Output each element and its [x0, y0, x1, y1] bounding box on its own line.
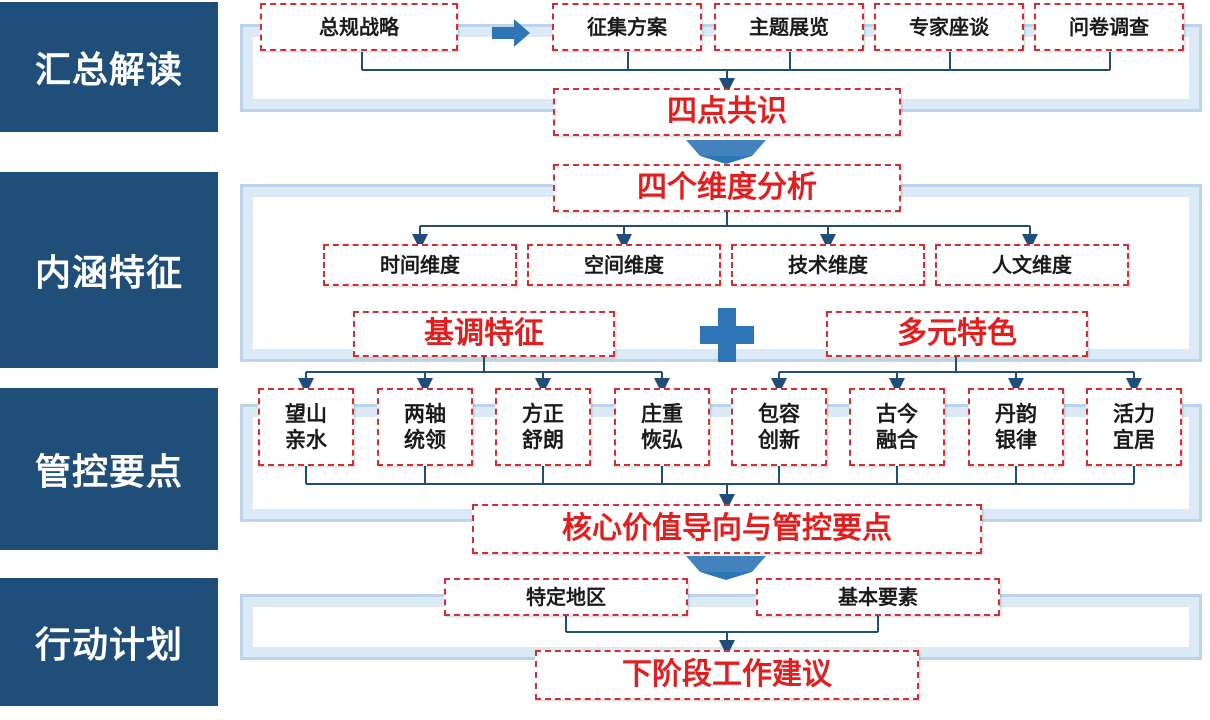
section-label-connotation: 内涵特征	[0, 172, 218, 368]
strategy-box: 总规战略	[260, 3, 458, 51]
core-value-box: 核心价值导向与管控要点	[472, 504, 982, 554]
tone-features-box: 基调特征	[353, 311, 615, 357]
feature-box-5: 包容 创新	[731, 388, 827, 466]
feature-box-6: 古今 融合	[849, 388, 945, 466]
section-label-action: 行动计划	[0, 578, 218, 706]
section-label-summary: 汇总解读	[0, 2, 218, 132]
next-step-box: 下阶段工作建议	[535, 650, 919, 700]
diverse-features-box: 多元特色	[826, 311, 1088, 357]
feature-box-7: 丹韵 银律	[968, 388, 1064, 466]
feature-box-4: 庄重 恢弘	[614, 388, 710, 466]
source-box-4: 问卷调查	[1034, 3, 1184, 51]
source-box-1: 征集方案	[552, 3, 702, 51]
dimension-box-4: 人文维度	[935, 244, 1129, 286]
consensus-box: 四点共识	[553, 88, 901, 136]
feature-box-1: 望山 亲水	[258, 388, 354, 466]
analysis-box: 四个维度分析	[553, 164, 901, 212]
basic-element-box: 基本要素	[756, 578, 1000, 616]
dimension-box-2: 空间维度	[527, 244, 721, 286]
feature-box-3: 方正 舒朗	[495, 388, 591, 466]
feature-box-2: 两轴 统领	[377, 388, 473, 466]
specific-area-box: 特定地区	[444, 578, 688, 616]
dimension-box-1: 时间维度	[323, 244, 517, 286]
source-box-3: 专家座谈	[874, 3, 1024, 51]
source-box-2: 主题展览	[714, 3, 864, 51]
section-label-control: 管控要点	[0, 388, 218, 550]
dimension-box-3: 技术维度	[731, 244, 925, 286]
feature-box-8: 活力 宜居	[1086, 388, 1182, 466]
